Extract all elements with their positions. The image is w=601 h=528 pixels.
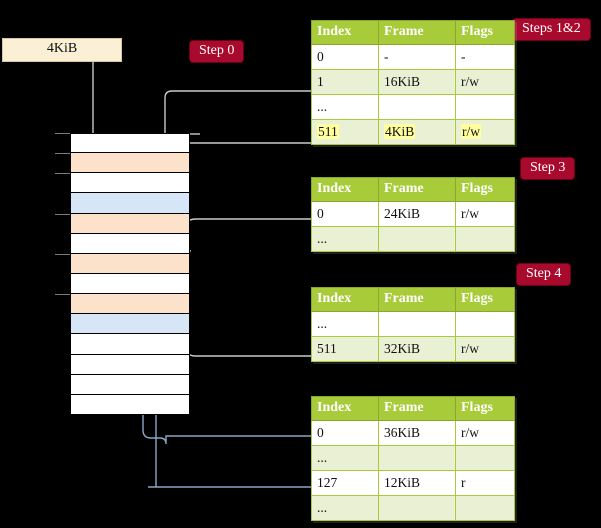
memory-frame-row bbox=[70, 274, 190, 295]
table-row: ... bbox=[311, 94, 515, 120]
table-header-index: Index bbox=[311, 396, 379, 421]
table-header-index: Index bbox=[311, 177, 379, 202]
badge-step-0-label: Step 0 bbox=[199, 43, 235, 58]
table-cell-index: 511 bbox=[311, 119, 379, 145]
table-cell-flags bbox=[455, 311, 515, 337]
table-header-frame: Frame bbox=[378, 20, 456, 45]
table-cell-frame bbox=[378, 94, 456, 120]
memory-frame-tick bbox=[55, 173, 70, 175]
table-cell-flags: r/w bbox=[455, 336, 515, 362]
table-cell-flags bbox=[455, 445, 515, 471]
table-row: ... bbox=[311, 445, 515, 471]
table-header-flags: Flags bbox=[455, 177, 515, 202]
memory-frame-row bbox=[70, 173, 190, 194]
memory-frame-row bbox=[70, 294, 190, 315]
memory-frame-tick bbox=[55, 213, 70, 215]
table-cell-frame: 24KiB bbox=[378, 201, 456, 227]
table-cell-flags bbox=[455, 495, 515, 521]
table-cell-index: 0 bbox=[311, 201, 379, 227]
memory-frame-row bbox=[70, 253, 190, 275]
table-cell-frame: 36KiB bbox=[378, 420, 456, 446]
table-cell-index: 511 bbox=[311, 336, 379, 362]
badge-step-0: Step 0 bbox=[190, 41, 244, 62]
table-row: ... bbox=[311, 495, 515, 521]
badge-steps-1-2: Steps 1&2 bbox=[513, 19, 590, 40]
badge-step-3: Step 3 bbox=[521, 158, 575, 179]
table-cell-flags: r/w bbox=[455, 69, 515, 95]
table-cell-frame: 12KiB bbox=[378, 470, 456, 496]
memory-frame-row bbox=[70, 213, 190, 234]
memory-frame-row bbox=[70, 233, 190, 254]
table-header-flags: Flags bbox=[455, 20, 515, 45]
table-cell-flags: - bbox=[455, 44, 515, 70]
table-cell-flags: r/w bbox=[455, 420, 515, 446]
table-cell-frame bbox=[378, 445, 456, 471]
badge-step-4-label: Step 4 bbox=[526, 266, 562, 281]
memory-frame-row bbox=[70, 374, 190, 395]
table-cell-frame bbox=[378, 311, 456, 337]
table-header-frame: Frame bbox=[378, 287, 456, 312]
table-header-index: Index bbox=[311, 287, 379, 312]
memory-frame-tick bbox=[55, 153, 70, 155]
table-cell-flags: r/w bbox=[455, 119, 515, 145]
table-cell-frame: 16KiB bbox=[378, 69, 456, 95]
table-row: 0-- bbox=[311, 44, 515, 70]
table-header-frame: Frame bbox=[378, 177, 456, 202]
badge-steps-1-2-label: Steps 1&2 bbox=[522, 21, 581, 36]
source-frame-label: 4KiB bbox=[46, 41, 78, 56]
table-cell-flags: r bbox=[455, 470, 515, 496]
table-cell-frame: 4KiB bbox=[378, 119, 456, 145]
table-cell-index: 0 bbox=[311, 420, 379, 446]
table-cell-flags: r/w bbox=[455, 201, 515, 227]
table-cell-index: 1 bbox=[311, 69, 379, 95]
table-cell-index: ... bbox=[311, 311, 379, 337]
table-cell-frame bbox=[378, 226, 456, 252]
table-cell-flags bbox=[455, 94, 515, 120]
table-cell-frame: 32KiB bbox=[378, 336, 456, 362]
memory-frame-row bbox=[70, 133, 190, 154]
table-cell-frame bbox=[378, 495, 456, 521]
memory-frame-row bbox=[70, 153, 190, 174]
memory-frame-row bbox=[70, 354, 190, 375]
table-row: ... bbox=[311, 226, 515, 252]
table-cell-index: ... bbox=[311, 94, 379, 120]
source-frame-box: 4KiB bbox=[2, 38, 122, 62]
table-header-flags: Flags bbox=[455, 396, 515, 421]
badge-step-4: Step 4 bbox=[517, 264, 571, 285]
table-cell-index: ... bbox=[311, 495, 379, 521]
badge-step-3-label: Step 3 bbox=[530, 160, 566, 175]
table-cell-index: 0 bbox=[311, 44, 379, 70]
table-row: ... bbox=[311, 311, 515, 337]
memory-frame-row bbox=[70, 314, 190, 335]
table-cell-frame: - bbox=[378, 44, 456, 70]
memory-frame-row bbox=[70, 394, 190, 416]
table-header-index: Index bbox=[311, 20, 379, 45]
table-header-flags: Flags bbox=[455, 287, 515, 312]
table-cell-index: ... bbox=[311, 226, 379, 252]
memory-frame-row bbox=[70, 193, 190, 214]
table-header-frame: Frame bbox=[378, 396, 456, 421]
memory-frame-tick bbox=[55, 253, 70, 255]
memory-frame-row bbox=[70, 334, 190, 355]
table-cell-flags bbox=[455, 226, 515, 252]
memory-frame-tick bbox=[55, 294, 70, 296]
memory-frame-tick bbox=[55, 133, 70, 134]
table-cell-index: 127 bbox=[311, 470, 379, 496]
table-cell-index: ... bbox=[311, 445, 379, 471]
